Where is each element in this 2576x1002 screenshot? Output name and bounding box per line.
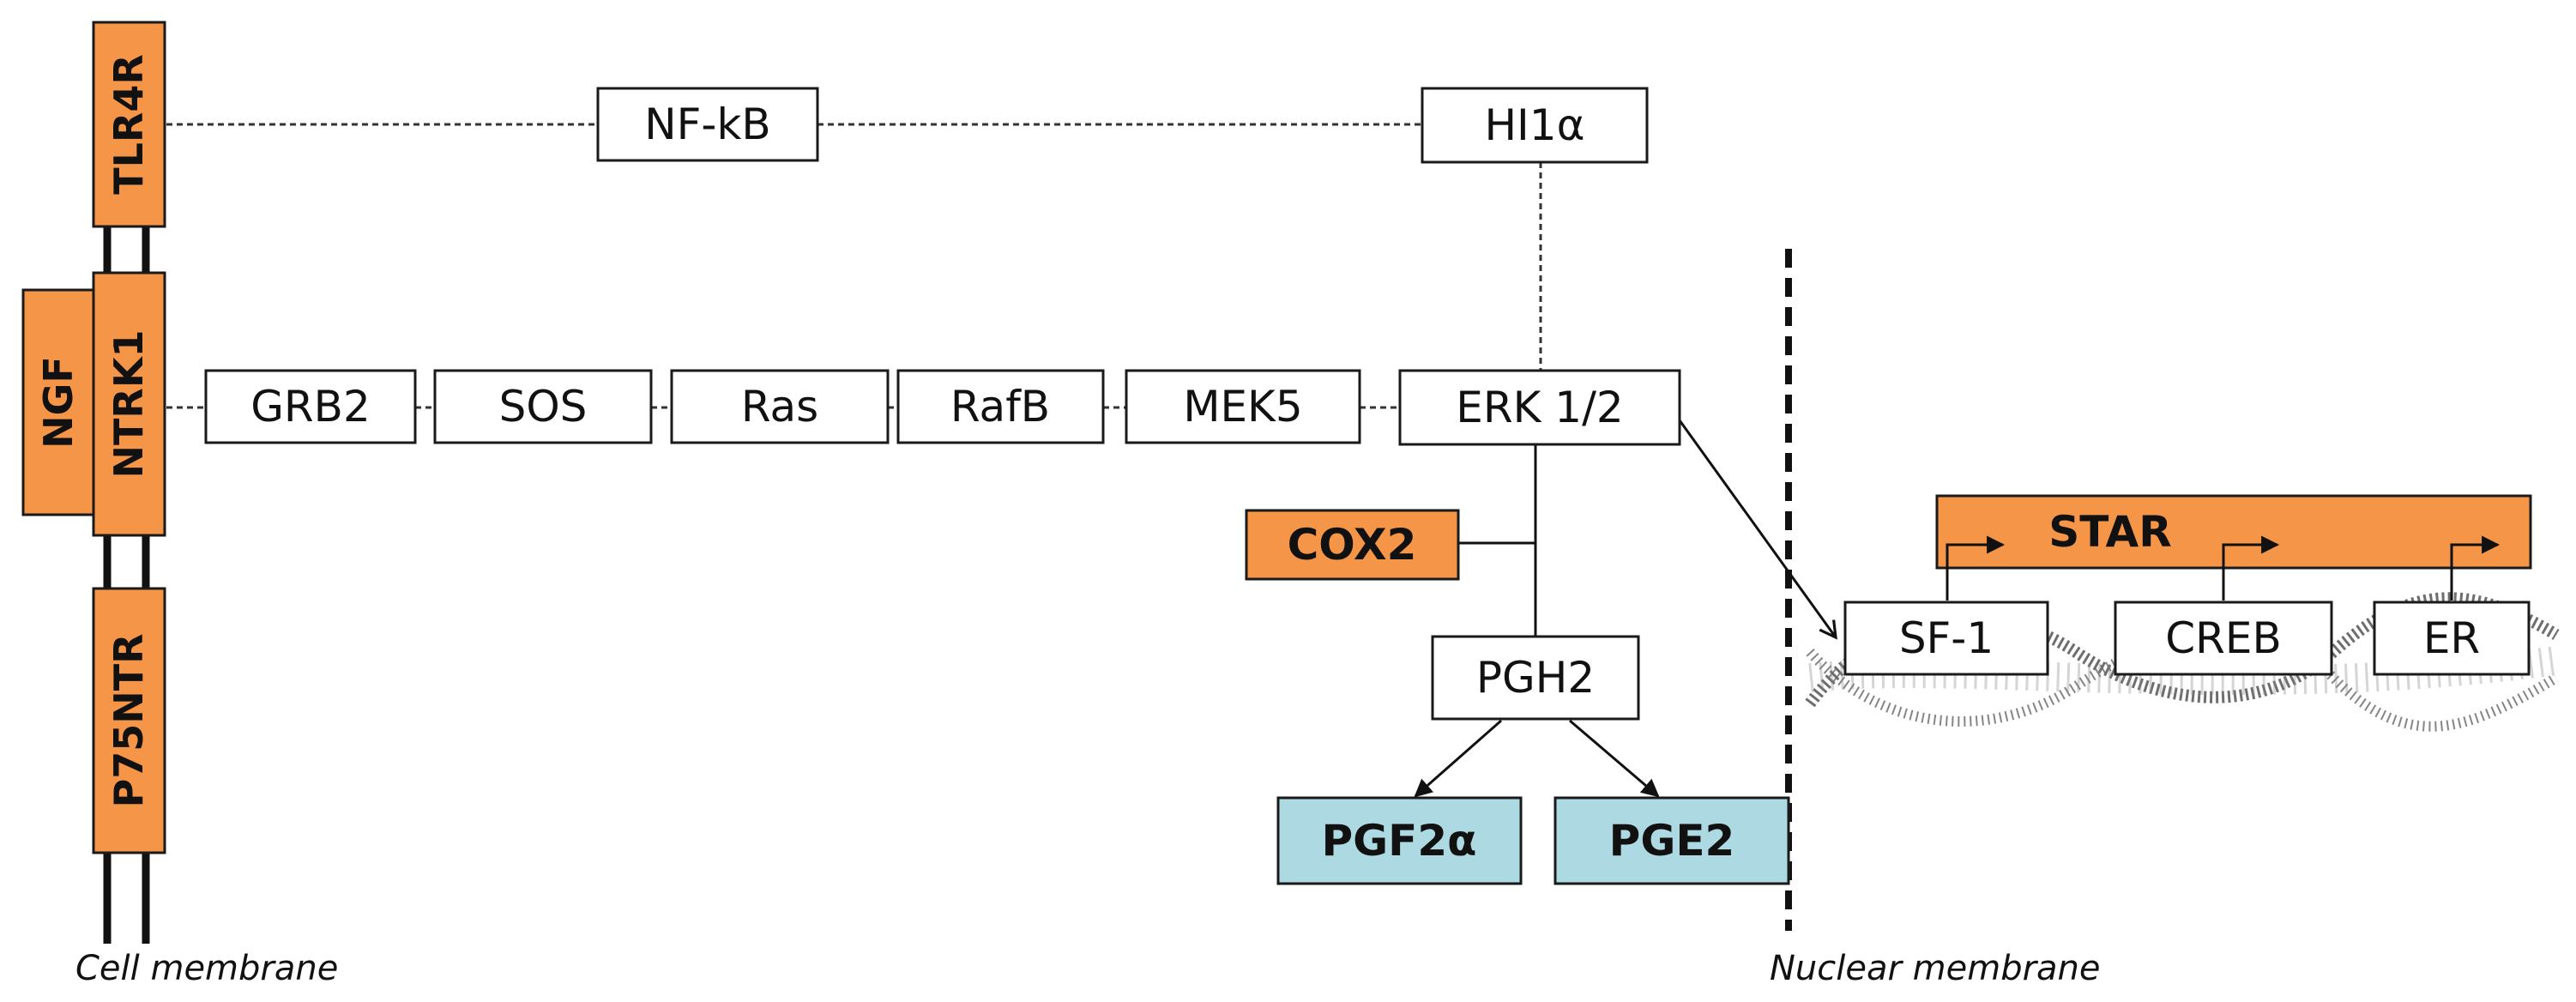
pgh2-label: PGH2 <box>1476 653 1595 703</box>
er-label: ER <box>2423 613 2480 663</box>
cell-membrane-label: Cell membrane <box>75 949 338 988</box>
sf1-node: SF-1 <box>1843 601 2049 676</box>
sos-label: SOS <box>499 382 588 432</box>
sos-node: SOS <box>433 369 653 444</box>
connectors <box>166 123 1837 798</box>
pgh2-node: PGH2 <box>1431 635 1640 721</box>
p75ntr-label: P75NTR <box>106 633 152 807</box>
rafb-label: RafB <box>950 382 1050 432</box>
erk-node: ERK 1/2 <box>1398 369 1681 446</box>
ras-label: Ras <box>741 382 818 432</box>
nuclear-membrane-label: Nuclear membrane <box>1770 949 2101 988</box>
er-node: ER <box>2373 601 2531 676</box>
erk-label: ERK 1/2 <box>1456 383 1623 432</box>
pgf2a-label: PGF2α <box>1322 816 1477 866</box>
ngf-label: NGF <box>35 356 81 449</box>
pge2-node: PGE2 <box>1553 796 1790 885</box>
rafb-node: RafB <box>896 369 1105 444</box>
pgf2a-node: PGF2α <box>1276 796 1523 885</box>
star-label: STAR <box>2048 507 2171 557</box>
hi1a-node: HI1α <box>1421 87 1649 164</box>
star-gene: STAR <box>1935 494 2532 570</box>
tlr4r-receptor: TLR4R <box>92 21 166 228</box>
ras-node: Ras <box>670 369 890 444</box>
mek5-node: MEK5 <box>1125 369 1361 444</box>
nfkb-node: NF-kB <box>596 87 819 162</box>
grb2-label: GRB2 <box>250 382 371 432</box>
cox2-node: COX2 <box>1245 509 1460 581</box>
hi1a-label: HI1α <box>1484 100 1584 150</box>
ngf-ligand: NGF <box>21 288 96 516</box>
grb2-node: GRB2 <box>204 369 417 444</box>
sf1-label: SF-1 <box>1899 613 1994 663</box>
cox2-label: COX2 <box>1288 520 1417 570</box>
tlr4r-label: TLR4R <box>106 54 152 195</box>
ntrk1-receptor: NTRK1 <box>92 271 166 537</box>
nfkb-label: NF-kB <box>644 100 770 149</box>
p75ntr-receptor: P75NTR <box>92 587 166 854</box>
mek5-label: MEK5 <box>1183 382 1302 432</box>
creb-label: CREB <box>2165 613 2282 663</box>
transcription-arrows <box>1946 535 2501 601</box>
ntrk1-label: NTRK1 <box>106 330 152 479</box>
creb-node: CREB <box>2114 601 2333 676</box>
pge2-label: PGE2 <box>1609 816 1735 866</box>
